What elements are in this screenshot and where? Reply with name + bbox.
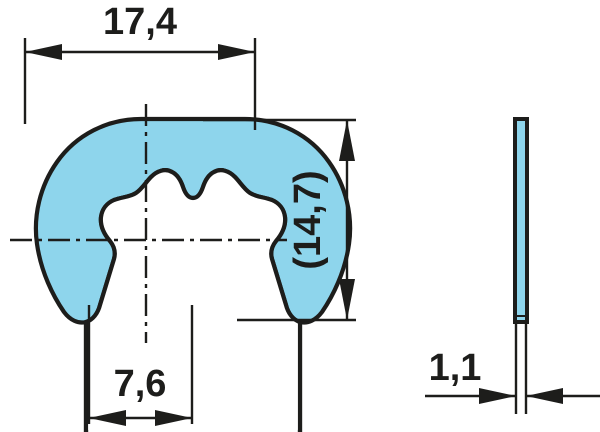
dim-value-17-4: 17,4 xyxy=(103,1,177,43)
dimension-outer-width: 17,4 xyxy=(23,1,257,130)
arrowhead-bottom-14-7 xyxy=(339,279,355,320)
dim-value-14-7: (14,7) xyxy=(287,170,329,269)
arrowhead-left-7-6 xyxy=(89,410,126,426)
side-view-body xyxy=(513,117,529,324)
arrowhead-left-1-1 xyxy=(479,388,516,404)
dimension-slot-width: 7,6 xyxy=(87,305,194,426)
side-view xyxy=(513,117,529,414)
dim-value-7-6: 7,6 xyxy=(114,363,167,405)
arrowhead-left-17-4 xyxy=(25,44,62,60)
dimension-thickness: 1,1 xyxy=(425,347,600,404)
arrowhead-right-7-6 xyxy=(155,410,192,426)
e-clip-body xyxy=(33,116,353,432)
arrowhead-right-1-1 xyxy=(526,388,563,404)
front-view xyxy=(10,104,353,432)
arrowhead-top-14-7 xyxy=(339,120,355,161)
dim-value-1-1: 1,1 xyxy=(429,347,482,389)
dimension-outer-height: (14,7) xyxy=(203,118,356,322)
arrowhead-right-17-4 xyxy=(218,44,255,60)
